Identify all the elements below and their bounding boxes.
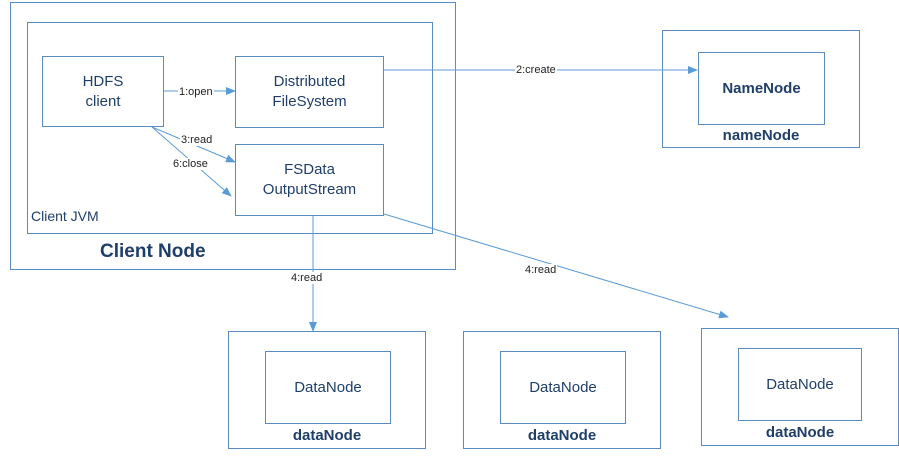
distributed-filesystem-box: Distributed FileSystem (235, 56, 384, 128)
namenode-inner-label: NameNode (722, 79, 801, 97)
datanode-inner-box: DataNode (500, 351, 626, 424)
datanode-outer-box: DataNode dataNode (463, 331, 661, 449)
namenode-outer-box: NameNode nameNode (662, 30, 860, 148)
datanode-inner-box: DataNode (738, 348, 862, 421)
datanode-outer-box: DataNode dataNode (228, 331, 426, 449)
datanode-caption: dataNode (527, 427, 597, 444)
namenode-caption: nameNode (722, 127, 800, 144)
fsdata-outputstream-box: FSData OutputStream (235, 144, 384, 216)
edge-label-read-stream: 3:read (180, 134, 214, 146)
hdfs-client-box: HDFS client (42, 56, 164, 127)
fsdata-outputstream-label: FSData OutputStream (262, 161, 357, 198)
edge-label-read-dn1: 4:read (290, 272, 324, 284)
datanode-inner-label: DataNode (766, 375, 834, 393)
datanode-inner-label: DataNode (294, 378, 362, 396)
datanode-caption: dataNode (292, 427, 362, 444)
namenode-inner-box: NameNode (698, 52, 825, 125)
datanode-inner-label: DataNode (529, 378, 597, 396)
datanode-inner-box: DataNode (265, 351, 391, 424)
edge-label-create: 2:create (515, 64, 557, 76)
client-jvm-label: Client JVM (31, 208, 99, 224)
edge-label-open: 1:open (178, 86, 214, 98)
datanode-caption: dataNode (765, 424, 835, 441)
hdfs-client-label: HDFS client (82, 72, 124, 110)
distributed-filesystem-label: Distributed FileSystem (272, 73, 347, 110)
edge-label-close: 6:close (172, 158, 209, 170)
client-node-label: Client Node (100, 241, 206, 262)
edge-label-read-dn3: 4:read (524, 264, 558, 276)
